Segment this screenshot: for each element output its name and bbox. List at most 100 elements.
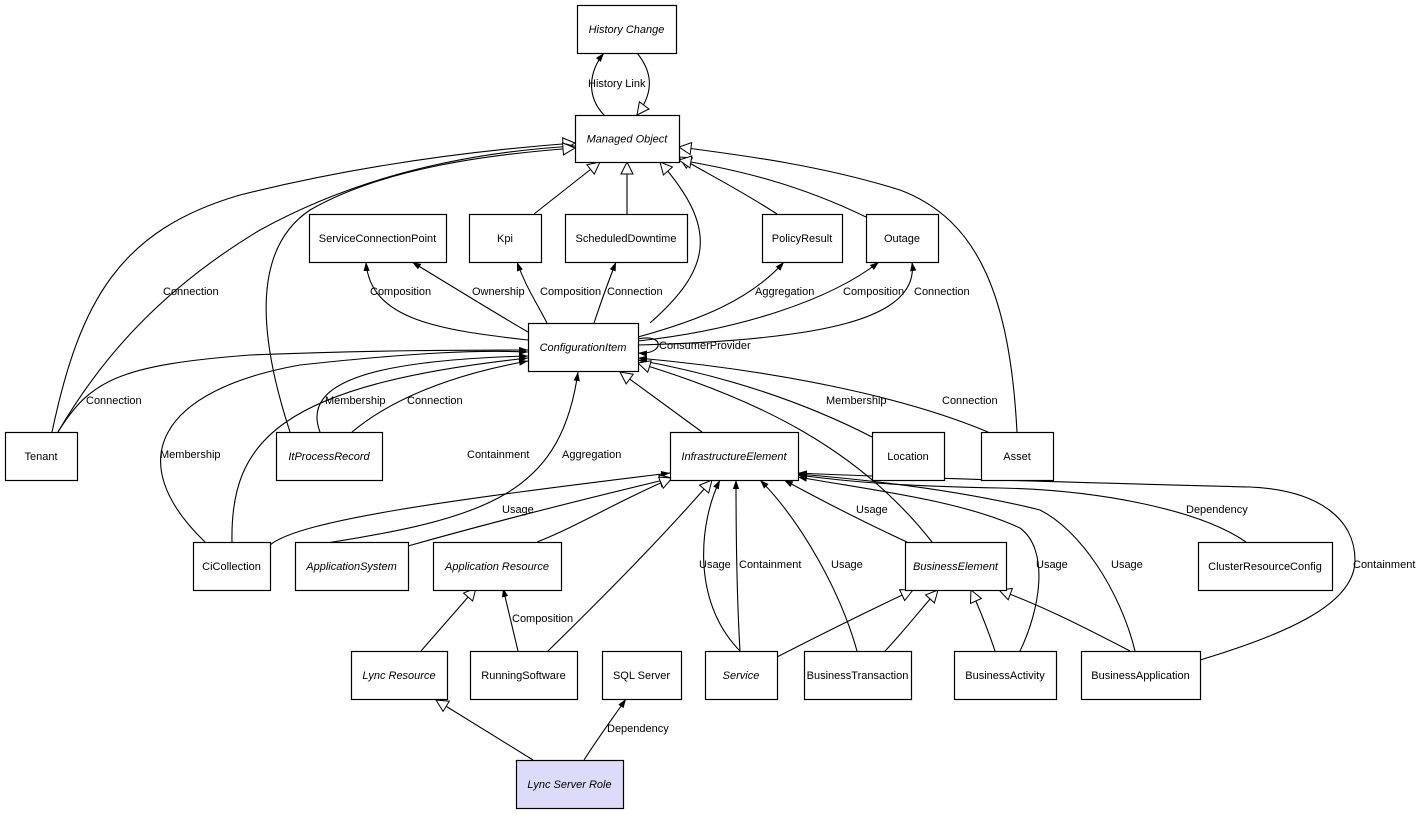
class-box[interactable] [704,650,779,701]
hollow-arrow-icon [679,157,778,215]
association-edge-it_process_record-to-configuration_item [316,353,529,433]
hollow-arrow-icon [536,478,672,543]
class-node-business-element[interactable]: BusinessElement [904,541,1008,592]
edge-label: Membership [826,395,887,407]
class-node-lync-resource[interactable]: Lync Resource [350,650,449,701]
hollow-arrow-icon [884,590,938,652]
class-box[interactable] [980,431,1055,482]
class-node-service[interactable]: Service [704,650,779,701]
class-node-service-connection-point[interactable]: ServiceConnectionPoint [308,213,448,264]
filled-arrow-icon [797,473,1247,543]
class-name: BusinessActivity [965,670,1045,682]
class-box[interactable] [308,213,448,264]
class-box[interactable] [192,541,272,592]
class-box[interactable] [469,650,579,701]
class-box[interactable] [515,759,625,810]
class-box[interactable] [564,213,689,264]
class-node-sql-server[interactable]: SQL Server [601,650,683,701]
class-box[interactable] [275,431,384,482]
class-box[interactable] [953,650,1058,701]
edge-label: Containment [467,449,529,461]
class-node-business-activity[interactable]: BusinessActivity [953,650,1058,701]
association-edge-configuration_item-to-service_connection_point [411,261,529,333]
class-box[interactable] [4,431,79,482]
filled-arrow-icon [637,358,873,438]
class-node-kpi[interactable]: Kpi [468,213,543,264]
association-edge-location-to-configuration_item [637,358,873,438]
class-box[interactable] [527,322,640,373]
class-node-lync-server-role[interactable]: Lync Server Role [515,759,625,810]
class-box[interactable] [865,213,940,264]
class-node-application-resource[interactable]: Application Resource [432,541,563,592]
class-node-business-transaction[interactable]: BusinessTransaction [803,650,913,701]
filled-arrow-icon [231,355,529,543]
association-edge-configuration_item-to-service_connection_point [363,261,529,341]
hollow-arrow-icon [776,590,913,658]
class-node-cluster-resource-config[interactable]: ClusterResourceConfig [1197,541,1334,592]
class-node-history-change[interactable]: History Change [576,4,678,55]
edge-label: Connection [607,286,663,298]
hollow-arrow-icon [265,148,575,433]
class-box[interactable] [871,431,946,482]
association-edge-managed_object-to-history_change [591,52,605,116]
class-node-it-process-record[interactable]: ItProcessRecord [275,431,384,482]
filled-arrow-icon [316,353,529,433]
class-name: Lync Server Role [527,779,611,791]
edge-label: Connection [86,395,142,407]
class-node-asset[interactable]: Asset [980,431,1055,482]
filled-arrow-icon [703,479,741,652]
edge-label: Aggregation [755,286,814,298]
hollow-arrow-icon [679,147,1018,433]
class-name: BusinessTransaction [807,670,909,682]
class-box[interactable] [803,650,913,701]
class-box[interactable] [294,541,410,592]
class-box[interactable] [574,114,681,164]
filled-arrow-icon [57,143,576,433]
inheritance-edge-business_activity-to-business_element [971,590,996,652]
class-box[interactable] [468,213,543,264]
class-node-running-software[interactable]: RunningSoftware [469,650,579,701]
edge-label: Composition [843,286,904,298]
class-box[interactable] [1080,650,1202,701]
edge-label: Connection [407,395,463,407]
class-box[interactable] [669,431,800,482]
association-edge-tenant-to-configuration_item [57,346,529,433]
class-box[interactable] [601,650,683,701]
class-box[interactable] [576,4,678,55]
class-name: Outage [884,233,920,245]
class-node-outage[interactable]: Outage [865,213,940,264]
class-node-managed-object[interactable]: Managed Object [574,114,681,164]
class-node-business-application[interactable]: BusinessApplication [1080,650,1202,701]
class-node-configuration-item[interactable]: ConfigurationItem [527,322,640,373]
filled-arrow-icon [637,355,989,433]
inheritance-edge-service-to-business_element [776,590,913,658]
class-name: Lync Resource [362,670,435,682]
class-node-scheduled-downtime[interactable]: ScheduledDowntime [564,213,689,264]
edges-layer [51,52,1356,761]
class-node-policy-result[interactable]: PolicyResult [761,213,844,264]
edge-label: Membership [160,449,221,461]
filled-arrow-icon [57,346,529,433]
class-node-ci-collection[interactable]: CiCollection [192,541,272,592]
filled-arrow-icon [593,261,617,324]
class-node-infrastructure-element[interactable]: InfrastructureElement [669,431,800,482]
filled-arrow-icon [637,337,659,357]
class-box[interactable] [1197,541,1334,592]
inheritance-edge-kpi-to-managed_object [533,162,600,215]
class-node-location[interactable]: Location [871,431,946,482]
class-box[interactable] [432,541,563,592]
class-name: Location [887,451,929,463]
association-edge-business_application-to-infrastructure_element [797,471,1136,652]
class-node-application-system[interactable]: ApplicationSystem [294,541,410,592]
association-edge-configuration_item-to-kpi [516,261,548,324]
class-box[interactable] [761,213,844,264]
association-edge-ci_collection-to-infrastructure_element [269,470,671,546]
association-edge-running_software-to-application_resource [502,587,519,652]
class-node-tenant[interactable]: Tenant [4,431,79,482]
inheritance-edge-running_software-to-infrastructure_element [547,480,712,652]
association-edge-configuration_item-to-policy_result [637,261,785,338]
class-box[interactable] [904,541,1008,592]
class-box[interactable] [350,650,449,701]
